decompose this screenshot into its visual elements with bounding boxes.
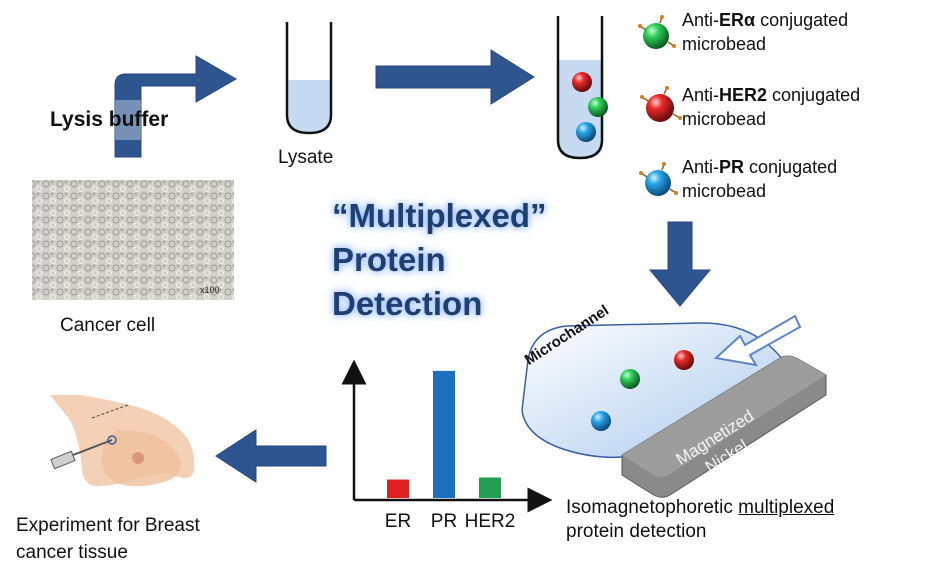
- breast-tissue-illustration: [50, 395, 195, 487]
- bead-label-er: Anti-ERα conjugated microbead: [682, 8, 848, 56]
- tick-label-pr: PR: [430, 511, 458, 532]
- bead-label-her2-suffix: conjugated: [767, 85, 861, 105]
- lysate-tube: [285, 22, 333, 135]
- bead-label-pr: Anti-PR conjugated microbead: [682, 155, 837, 203]
- cancer-cell-image: [32, 180, 234, 300]
- tick-label-er: ER: [384, 511, 412, 532]
- bead-icon-er: [638, 15, 676, 49]
- bead-label-pr-suffix: conjugated: [744, 157, 838, 177]
- iso-label-part1: Isomagnetophoretic: [566, 497, 739, 518]
- lysate-label: Lysate: [278, 147, 334, 168]
- bar-pr: [433, 370, 455, 498]
- bead-label-her2: Anti-HER2 conjugated microbead: [682, 83, 860, 131]
- bead-icon-her2: [640, 86, 682, 122]
- arrow-to-bead-tube: [375, 49, 535, 105]
- title-line-3: Detection: [332, 285, 483, 322]
- iso-label-underlined: multiplexed: [738, 497, 835, 518]
- cancer-cell-label: Cancer cell: [60, 315, 156, 336]
- bead-label-pr-marker: PR: [719, 157, 745, 177]
- arrow-left: [215, 429, 327, 483]
- lysis-buffer-label: Lysis buffer: [50, 108, 169, 131]
- bead-label-er-prefix: Anti-: [682, 10, 720, 30]
- flow-inlet-arrow: [713, 314, 802, 367]
- page-title: “Multiplexed” Protein Detection: [332, 194, 547, 326]
- bead-label-her2-line2: microbead: [682, 109, 767, 129]
- arrow-down: [648, 221, 712, 307]
- experiment-label-line2: cancer tissue: [16, 542, 128, 563]
- bar-er: [387, 479, 409, 498]
- iso-label: Isomagnetophoretic multiplexed protein d…: [566, 496, 834, 544]
- title-line-2: Protein: [332, 241, 446, 278]
- bead-label-er-marker: ERα: [719, 10, 756, 30]
- tube-beads: [572, 72, 608, 142]
- bent-arrow: [114, 55, 238, 158]
- bar-her2: [479, 477, 501, 498]
- bead-label-pr-line2: microbead: [682, 181, 767, 201]
- bead-label-er-suffix: conjugated: [755, 10, 849, 30]
- magnification-label: x100: [200, 285, 220, 295]
- experiment-label-line1: Experiment for Breast: [16, 515, 200, 536]
- magnetized-nickel-block: [621, 355, 827, 498]
- title-line-1: “Multiplexed”: [332, 197, 547, 234]
- tick-label-her2: HER2: [464, 511, 516, 532]
- bar-chart: [341, 359, 553, 513]
- iso-label-line2: protein detection: [566, 521, 707, 542]
- bead-label-er-line2: microbead: [682, 34, 767, 54]
- bead-icon-pr: [639, 162, 678, 196]
- bead-label-pr-prefix: Anti-: [682, 157, 720, 177]
- experiment-label: Experiment for Breast cancer tissue: [16, 512, 200, 566]
- bead-label-her2-prefix: Anti-: [682, 85, 720, 105]
- bead-label-her2-marker: HER2: [719, 85, 768, 105]
